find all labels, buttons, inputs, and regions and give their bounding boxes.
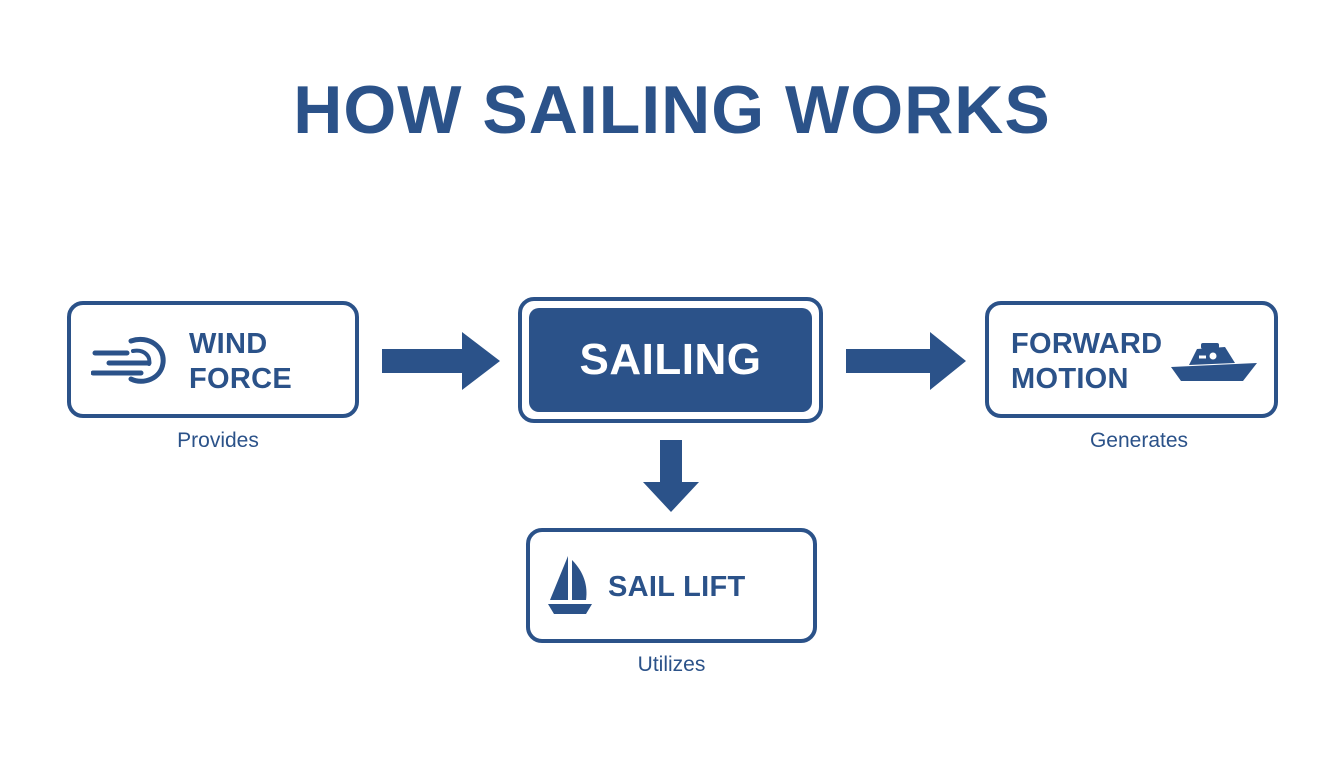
arrow-sailing-to-lift <box>643 440 699 512</box>
diagram-title: HOW SAILING WORKS <box>293 72 1051 148</box>
forward-motion-node: FORWARD MOTION <box>985 301 1278 418</box>
motorboat-icon <box>1171 343 1257 381</box>
wind-force-line1: WIND <box>189 328 268 360</box>
wind-force-node: WIND FORCE <box>67 301 359 418</box>
forward-motion-line1: FORWARD <box>1011 328 1163 360</box>
utilizes-caption: Utilizes <box>637 653 706 676</box>
arrow-sailing-to-forward <box>846 332 966 390</box>
forward-motion-line2: MOTION <box>1011 363 1129 395</box>
sailing-node-fill: SAILING <box>529 308 812 412</box>
arrow-wind-to-sailing <box>382 332 500 390</box>
wind-icon <box>91 337 166 384</box>
generates-caption: Generates <box>1089 429 1189 452</box>
sailing-node: SAILING <box>518 297 823 423</box>
forward-motion-label: FORWARD MOTION <box>1011 327 1162 397</box>
provides-caption: Provides <box>177 429 259 452</box>
sail-lift-node: SAIL LIFT <box>526 528 817 643</box>
wind-force-label: WIND FORCE <box>189 327 292 397</box>
sail-lift-label: SAIL LIFT <box>608 571 746 603</box>
sailing-label: SAILING <box>579 335 762 384</box>
wind-force-line2: FORCE <box>189 363 292 395</box>
sailboat-icon <box>548 556 592 614</box>
